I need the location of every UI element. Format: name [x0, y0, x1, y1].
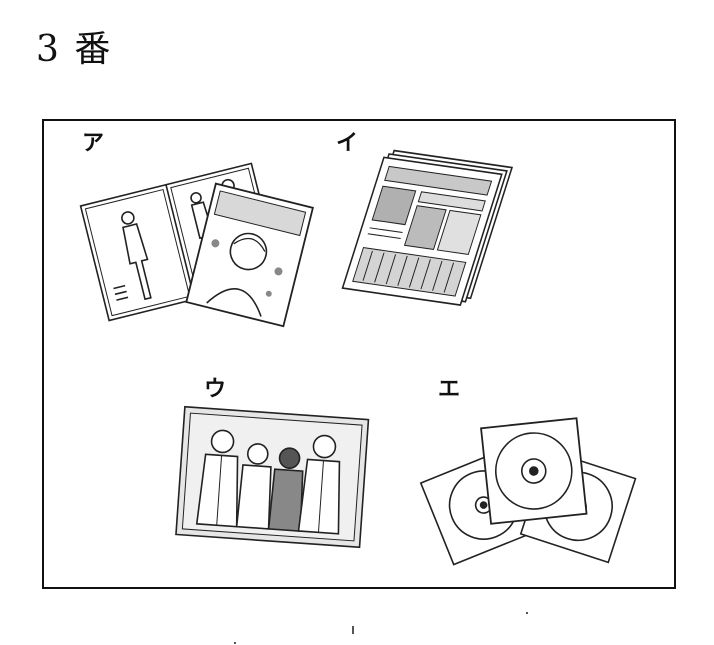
option-d-label: エ: [438, 377, 461, 402]
scan-speck: [526, 612, 528, 614]
photograph-icon[interactable]: [172, 405, 372, 555]
option-c-label: ウ: [204, 377, 227, 402]
scan-speck: [234, 642, 236, 644]
options-frame: ア: [42, 119, 676, 589]
option-b-label: イ: [336, 131, 359, 156]
newspaper-icon[interactable]: [341, 149, 520, 306]
magazines-icon[interactable]: [79, 151, 320, 328]
cds-icon[interactable]: [419, 411, 637, 566]
scan-mark: [352, 626, 354, 634]
question-title: 3 番: [36, 29, 113, 70]
option-a-label: ア: [82, 131, 105, 156]
